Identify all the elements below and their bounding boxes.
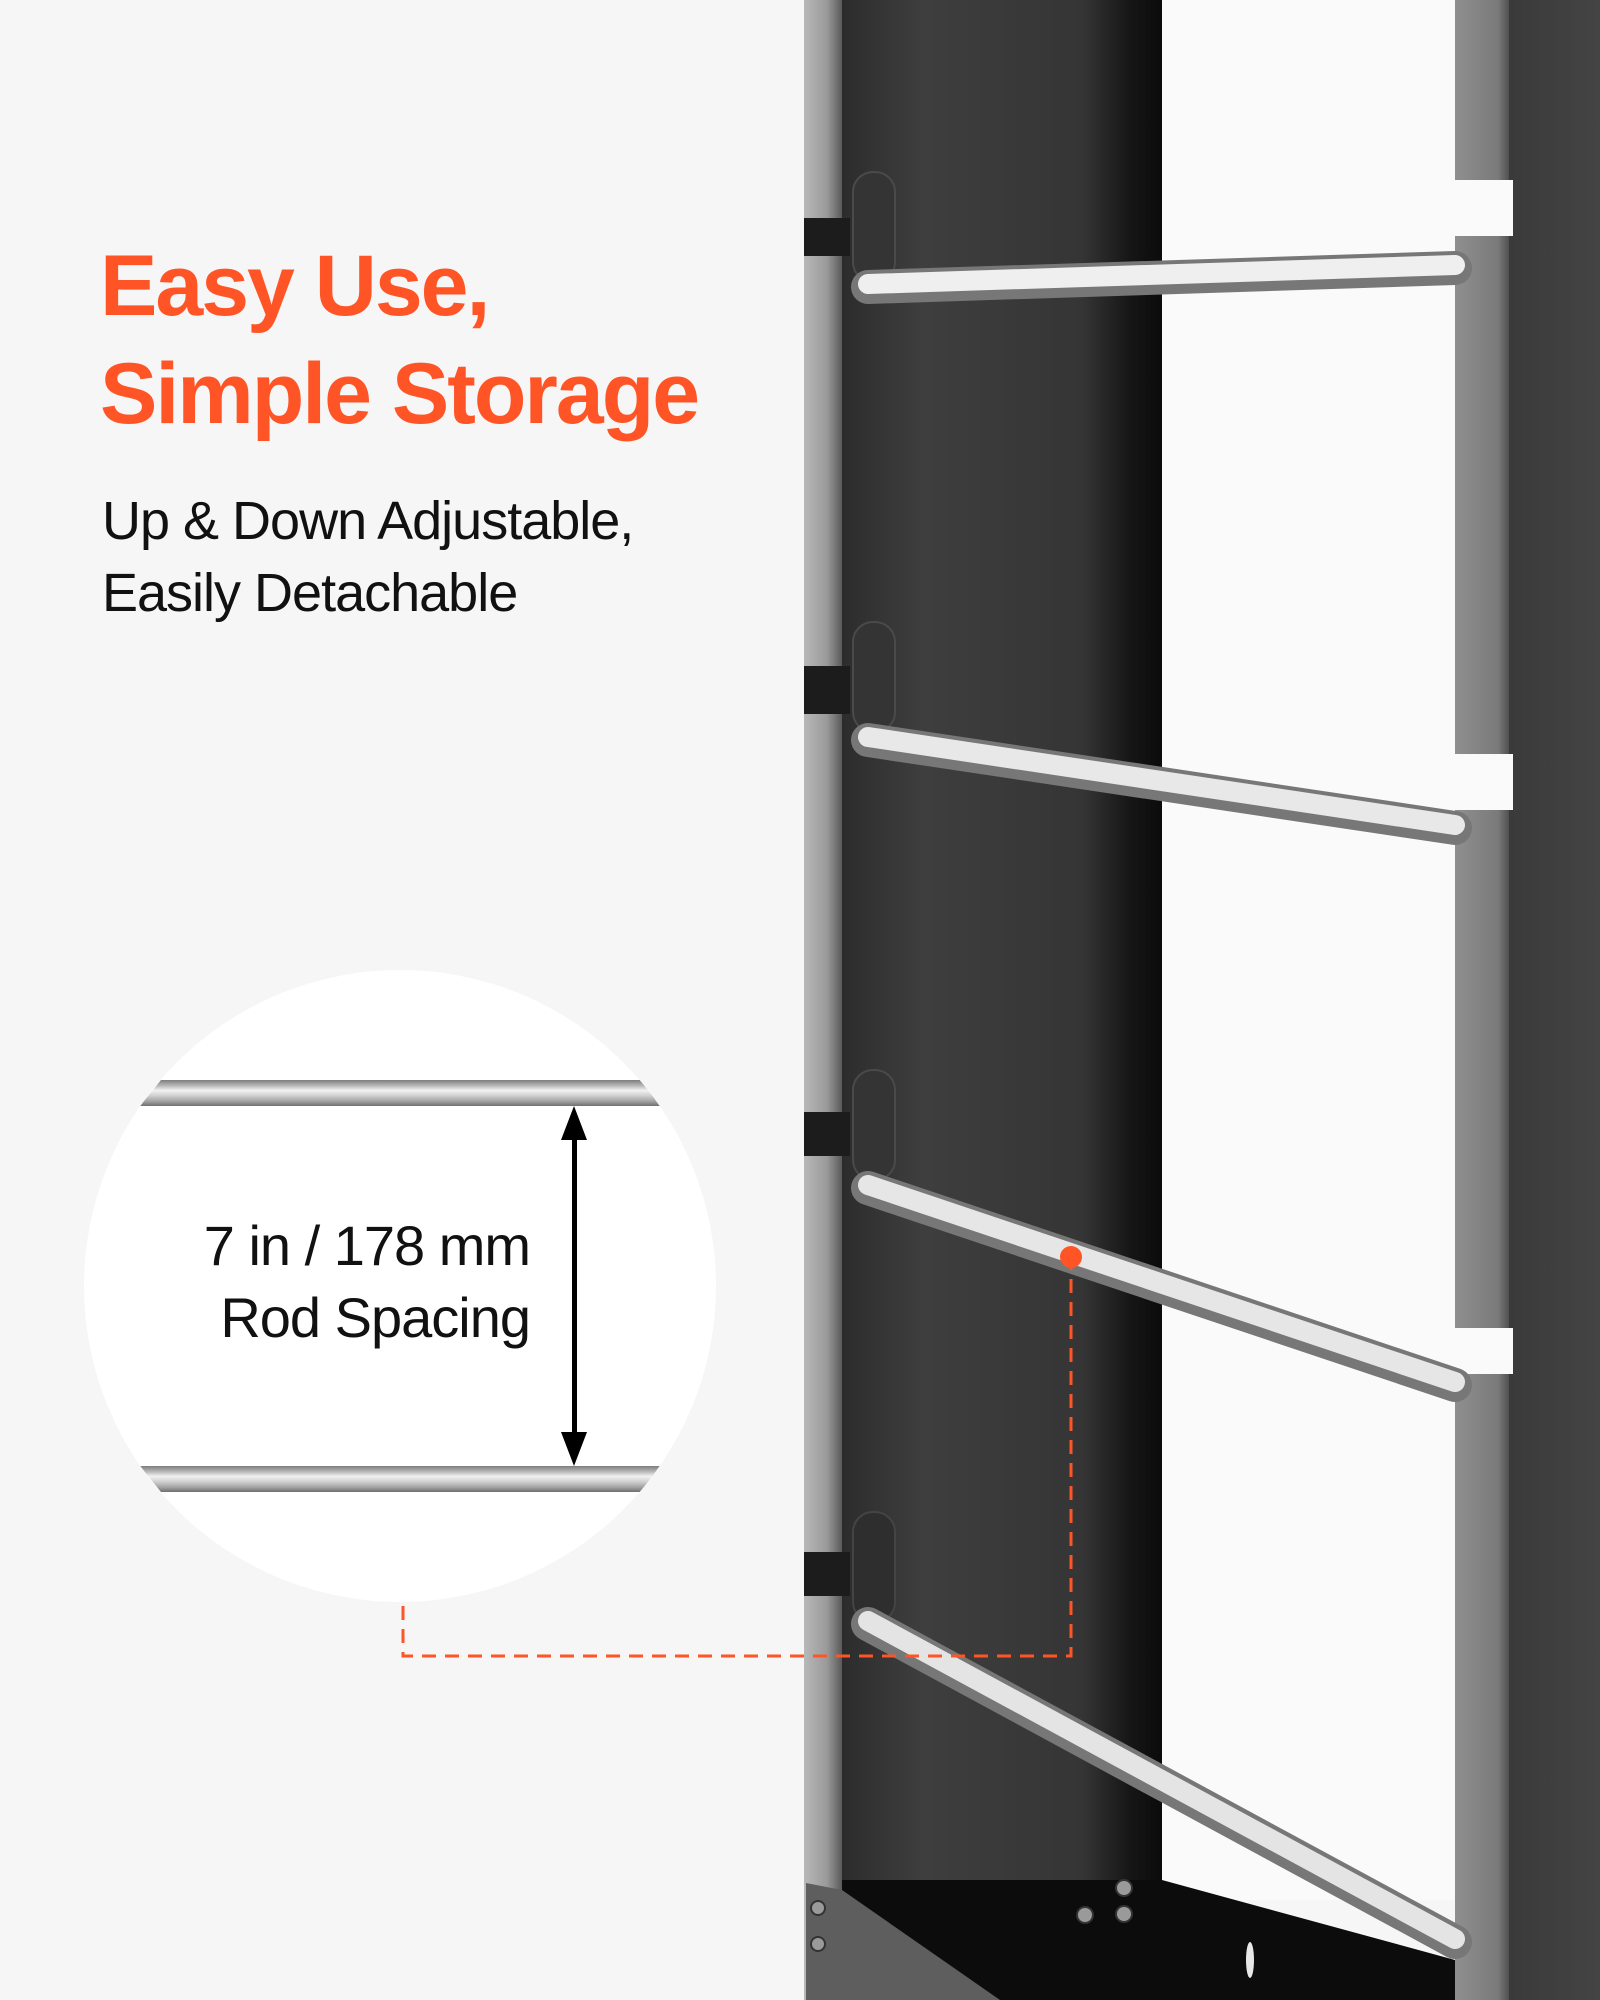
screw-icons [810, 1879, 1133, 1952]
dimension-arrow-line [572, 1120, 577, 1450]
rack-rods [851, 251, 1472, 1959]
headline-line-1: Easy Use, [100, 238, 490, 334]
keyhole-icon [1246, 1942, 1254, 1978]
rail-notches [1455, 180, 1513, 1374]
rod-spacing-caption: Rod Spacing [220, 1286, 531, 1349]
rack-bottom-tray [842, 1880, 1455, 2000]
callout-rod-top [140, 1080, 664, 1106]
subheadline-line-1: Up & Down Adjustable, [102, 491, 634, 551]
rack-right-side [1509, 0, 1600, 2000]
headline: Easy Use, Simple Storage [100, 232, 700, 448]
rod-spacing-measurement: 7 in / 178 mm [203, 1214, 531, 1277]
rack-right-rail [1455, 0, 1509, 2000]
rod-clips [804, 171, 896, 1623]
callout-rod-bottom [140, 1466, 664, 1492]
subheadline: Up & Down Adjustable, Easily Detachable [102, 485, 634, 629]
callout-leader-line [401, 1257, 1073, 1658]
headline-line-2: Simple Storage [100, 346, 700, 442]
rack-opening [1162, 0, 1456, 1900]
rack-bottom-bracket [806, 1883, 1000, 2000]
callout-anchor-dot [1060, 1246, 1082, 1268]
rod-spacing-label: 7 in / 178 mm Rod Spacing [203, 1210, 531, 1354]
arrow-down-icon [561, 1432, 587, 1466]
rack-back-panel [842, 0, 1162, 2000]
rod-spacing-callout: 7 in / 178 mm Rod Spacing [84, 970, 716, 1602]
subheadline-line-2: Easily Detachable [102, 563, 518, 623]
rack-left-rail [804, 0, 842, 2000]
